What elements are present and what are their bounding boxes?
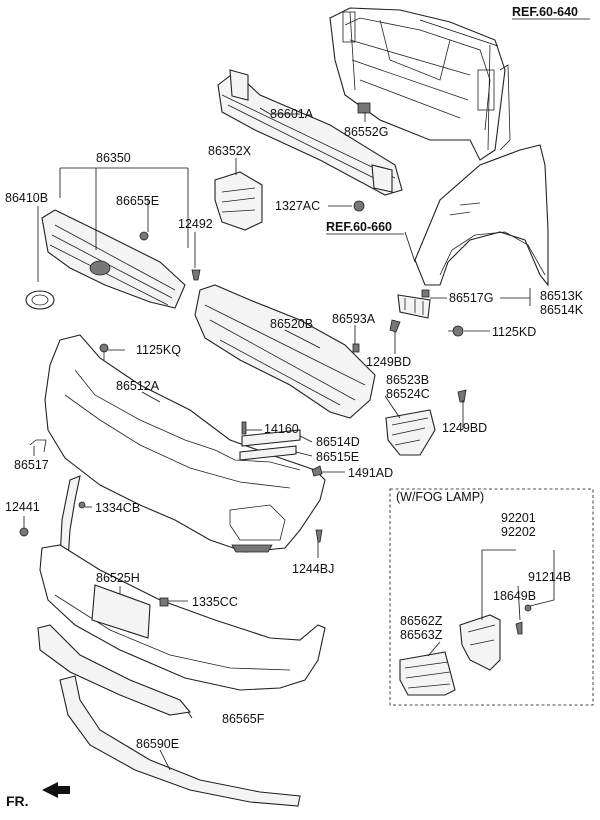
leader-lines (23, 19, 555, 771)
bolt-1327ac-illustration (353, 200, 365, 212)
label-86410b: 86410B (5, 191, 48, 205)
side-bracket-illustration (19, 475, 86, 561)
label-14160: 14160 (264, 422, 299, 436)
label-86525h: 86525H (96, 571, 140, 585)
fog-lamp-title: (W/FOG LAMP) (396, 490, 484, 504)
bracket-86352x-illustration (214, 171, 263, 231)
skid-strip-illustration (37, 624, 192, 716)
part-labels: REF.60-640 86601A 86552G 86350 86352X 86… (5, 5, 590, 809)
label-86515e: 86515E (316, 450, 359, 464)
label-92201: 92201 (501, 511, 536, 525)
label-86552g: 86552G (344, 125, 388, 139)
label-86524c: 86524C (386, 387, 430, 401)
lower-molding-illustration (59, 675, 301, 807)
ref-60-660-label[interactable]: REF.60-660 (326, 220, 392, 234)
small-fasteners-illustration (29, 343, 323, 543)
label-86565f: 86565F (222, 712, 265, 726)
label-1125kd: 1125KD (492, 325, 536, 339)
label-86563z: 86563Z (400, 628, 443, 642)
label-86350: 86350 (96, 151, 131, 165)
label-86517g: 86517G (449, 291, 493, 305)
label-91214b: 91214B (528, 570, 571, 584)
label-86590e: 86590E (136, 737, 179, 751)
front-arrow-icon (42, 782, 70, 798)
label-86520b: 86520B (270, 317, 313, 331)
label-1334cb: 1334CB (95, 501, 140, 515)
lower-bumper-illustration (39, 544, 326, 691)
radiator-support-illustration (329, 7, 511, 161)
bumper-beam-illustration (217, 69, 403, 196)
label-86514k: 86514K (540, 303, 584, 317)
label-92202: 92202 (501, 525, 536, 539)
fog-lamp-cover-illustration (385, 389, 467, 456)
label-1249bd-b: 1249BD (442, 421, 487, 435)
label-86514d: 86514D (316, 435, 360, 449)
label-86601a: 86601A (270, 107, 314, 121)
clip-86552g-illustration (357, 102, 371, 114)
label-1249bd-a: 1249BD (366, 355, 411, 369)
label-1491ad: 1491AD (348, 466, 393, 480)
label-86513k: 86513K (540, 289, 584, 303)
label-86523b: 86523B (386, 373, 429, 387)
label-86655e: 86655E (116, 194, 159, 208)
label-12441: 12441 (5, 500, 40, 514)
label-86517: 86517 (14, 458, 49, 472)
label-18649b: 18649B (493, 589, 536, 603)
energy-absorber-illustration (194, 284, 376, 419)
label-86593a: 86593A (332, 312, 376, 326)
label-86512a: 86512A (116, 379, 160, 393)
label-12492: 12492 (178, 217, 213, 231)
bumper-cover-illustration (44, 334, 326, 553)
fender-illustration (414, 144, 549, 287)
grille-illustration (25, 209, 201, 310)
front-label: FR. (6, 793, 29, 809)
label-1335cc: 1335CC (192, 595, 238, 609)
label-86562z: 86562Z (400, 614, 443, 628)
bolt-1249bd-a-illustration (389, 319, 401, 333)
label-1244bj: 1244BJ (292, 562, 334, 576)
label-1327ac: 1327AC (275, 199, 320, 213)
ref-60-640-label[interactable]: REF.60-640 (512, 5, 578, 19)
fog-lamp-illustration (399, 604, 532, 696)
label-86352x: 86352X (208, 144, 252, 158)
bracket-86517g-illustration (397, 289, 464, 337)
label-1125kq: 1125KQ (136, 343, 181, 357)
fog-lamp-box (389, 488, 594, 706)
